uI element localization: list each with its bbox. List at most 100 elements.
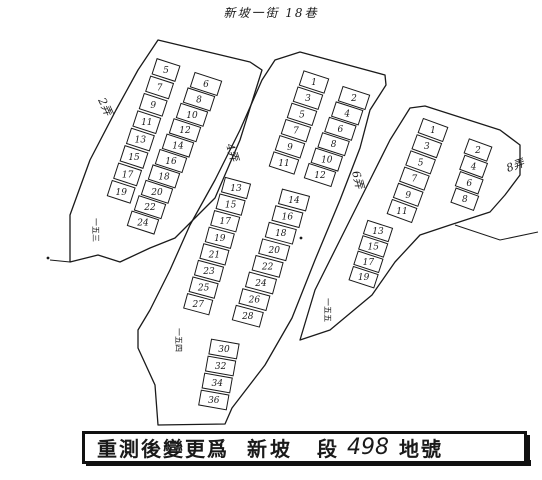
lot-number: 20 bbox=[150, 188, 163, 198]
lot-outline bbox=[463, 138, 493, 162]
block-b-outline bbox=[137, 51, 387, 426]
lot-number: 13 bbox=[135, 136, 147, 146]
lot-parcel: 9 bbox=[392, 182, 424, 207]
lot-outline bbox=[303, 162, 337, 188]
lot-parcel: 22 bbox=[133, 195, 167, 220]
lot-parcel: 17 bbox=[210, 209, 241, 233]
lot-number: 12 bbox=[314, 171, 326, 181]
lot-outline bbox=[324, 116, 357, 141]
lot-parcel: 2 bbox=[463, 138, 493, 162]
lot-outline bbox=[317, 132, 350, 157]
lot-number: 9 bbox=[150, 101, 156, 111]
stamp-number: 498 bbox=[347, 435, 389, 460]
lot-number: 30 bbox=[218, 345, 230, 355]
lot-parcel: 6 bbox=[189, 71, 223, 97]
lot-outline bbox=[125, 127, 155, 152]
lot-outline bbox=[204, 355, 237, 377]
lot-number: 17 bbox=[219, 217, 231, 227]
lot-number: 21 bbox=[208, 250, 220, 260]
lot-parcel: 17 bbox=[113, 162, 143, 187]
lot-number: 22 bbox=[261, 262, 274, 272]
lot-parcel: 10 bbox=[310, 147, 344, 172]
lot-outline bbox=[106, 179, 136, 204]
lot-parcel: 13 bbox=[220, 176, 252, 200]
lot-parcel: 18 bbox=[264, 221, 297, 245]
lot-parcel: 8 bbox=[317, 132, 350, 157]
lot-parcel: 19 bbox=[204, 226, 235, 250]
lot-number: 6 bbox=[338, 125, 344, 135]
lot-parcel: 15 bbox=[215, 193, 246, 216]
lot-parcel: 13 bbox=[362, 219, 394, 243]
lot-number: 26 bbox=[248, 296, 261, 306]
street-label-lane-8: 8弄 bbox=[505, 156, 527, 175]
renumbering-stamp: 重測後變更爲 新坡 段 498 地號 bbox=[82, 431, 527, 464]
lot-number: 36 bbox=[208, 396, 220, 406]
lot-parcel: 24 bbox=[126, 210, 160, 235]
lot-number: 12 bbox=[179, 126, 191, 136]
lot-number: 14 bbox=[288, 196, 300, 206]
lot-parcel: 5 bbox=[151, 58, 181, 82]
lot-number: 19 bbox=[115, 188, 127, 198]
lot-outline bbox=[348, 265, 379, 289]
lot-parcel: 19 bbox=[106, 179, 136, 204]
lot-number: 10 bbox=[321, 156, 333, 166]
lot-outline bbox=[198, 389, 230, 411]
lot-parcel: 28 bbox=[231, 304, 264, 328]
lot-outline bbox=[189, 71, 223, 97]
lot-outline bbox=[450, 187, 480, 211]
lot-outline bbox=[133, 195, 167, 220]
street-label-lane-6: 6弄 bbox=[349, 169, 366, 191]
lot-outline bbox=[353, 250, 384, 274]
lot-outline bbox=[398, 166, 430, 191]
lot-outline bbox=[271, 205, 304, 229]
lot-outline bbox=[210, 209, 241, 233]
lot-outline bbox=[204, 226, 235, 250]
lot-parcel: 3 bbox=[411, 134, 443, 159]
lot-outline bbox=[193, 259, 225, 283]
lot-outline bbox=[280, 118, 312, 143]
lot-parcel: 3 bbox=[292, 86, 324, 110]
lot-outline bbox=[161, 133, 195, 158]
lot-number: 18 bbox=[158, 172, 170, 182]
lot-outline bbox=[358, 235, 389, 258]
lot-number: 7 bbox=[293, 127, 299, 137]
lot-number: 1 bbox=[430, 126, 436, 136]
lot-outline bbox=[405, 150, 437, 175]
lot-outline bbox=[208, 338, 240, 360]
lot-number: 23 bbox=[202, 267, 215, 277]
lot-number: 3 bbox=[305, 94, 311, 104]
lot-outline bbox=[310, 147, 344, 172]
lot-number: 7 bbox=[412, 175, 418, 185]
lot-parcel: 32 bbox=[204, 355, 237, 377]
block-c-outline bbox=[299, 105, 521, 341]
lot-number: 6 bbox=[203, 80, 209, 90]
lot-outline bbox=[138, 92, 168, 117]
lot-outline bbox=[386, 198, 418, 224]
lot-parcel: 1 bbox=[298, 70, 330, 94]
lot-number: 8 bbox=[462, 195, 468, 205]
lot-parcel: 8 bbox=[182, 87, 216, 112]
stamp-shadow-side bbox=[524, 435, 530, 466]
lot-parcel: 12 bbox=[303, 162, 337, 188]
lot-parcel: 23 bbox=[193, 259, 225, 283]
lot-parcel: 24 bbox=[244, 271, 278, 295]
lot-number: 2 bbox=[474, 146, 481, 156]
block-a-mark: 一五三 bbox=[91, 218, 100, 242]
lot-parcel: 36 bbox=[198, 389, 230, 411]
lot-number: 22 bbox=[143, 203, 156, 213]
lot-number: 4 bbox=[343, 109, 350, 119]
lot-parcel: 17 bbox=[353, 250, 384, 274]
lot-number: 4 bbox=[470, 162, 477, 172]
lot-parcel: 9 bbox=[138, 92, 168, 117]
lot-outline bbox=[140, 179, 174, 204]
lot-number: 11 bbox=[396, 207, 407, 217]
lot-number: 7 bbox=[157, 83, 163, 93]
lot-parcel: 2 bbox=[337, 85, 371, 111]
lot-outline bbox=[392, 182, 424, 207]
lot-number: 32 bbox=[215, 362, 227, 372]
lot-number: 15 bbox=[367, 242, 379, 252]
lot-outline bbox=[188, 276, 219, 299]
block-b-lots: 1357911246810121315171921232527141618202… bbox=[183, 70, 371, 411]
lot-outline bbox=[454, 171, 484, 195]
lot-parcel: 6 bbox=[454, 171, 484, 195]
